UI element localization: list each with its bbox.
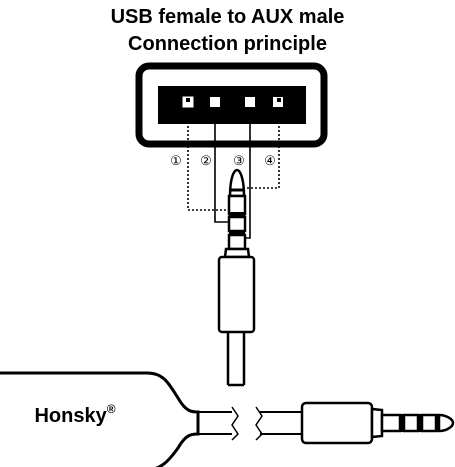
usb-port-tongue — [158, 86, 306, 124]
aux-ring-2 — [227, 215, 247, 233]
plug-ring-1 — [402, 413, 420, 433]
pin-label-4: ④ — [264, 153, 276, 168]
usb-pin-3 — [245, 97, 255, 107]
pin-labels: ① ② ③ ④ — [170, 153, 276, 168]
pin-label-2: ② — [200, 153, 212, 168]
plug-body — [300, 401, 374, 445]
adapter-assembly: Honsky® — [0, 371, 455, 467]
usb-pin-2 — [210, 97, 220, 107]
aux-ring-1 — [227, 194, 247, 216]
aux-plug-vertical — [217, 168, 256, 387]
cable-break-left — [231, 406, 239, 441]
wire-pin-3 — [246, 110, 251, 239]
svg-text:Honsky®: Honsky® — [34, 402, 115, 427]
plug-ring-2 — [420, 413, 438, 433]
aux-body — [217, 255, 256, 334]
usb-pin-1-dot — [186, 98, 190, 102]
adapter-cable-left — [198, 411, 232, 435]
title-line-1: USB female to AUX male — [110, 6, 345, 28]
plug-sleeve — [380, 413, 402, 433]
wiring — [187, 110, 280, 239]
title-line-2: Connection principle — [128, 33, 327, 55]
adapter-cable-right — [260, 411, 302, 435]
usb-female-port — [135, 62, 328, 148]
wire-pin-4 — [246, 110, 280, 189]
aux-cable — [226, 332, 246, 385]
aux-sleeve — [227, 233, 247, 251]
plug-collar — [370, 407, 384, 439]
plug-tip — [437, 413, 455, 433]
brand-registered-mark: ® — [107, 402, 116, 416]
wire-pin-2 — [214, 110, 228, 223]
pin-label-1: ① — [170, 153, 182, 168]
usb-pin-4-dot — [277, 98, 281, 102]
aux-tip — [228, 168, 246, 198]
brand-name: Honsky — [34, 405, 107, 427]
pin-label-3: ③ — [233, 153, 245, 168]
aux-plug-horizontal — [300, 401, 455, 445]
wire-pin-1 — [187, 110, 228, 211]
